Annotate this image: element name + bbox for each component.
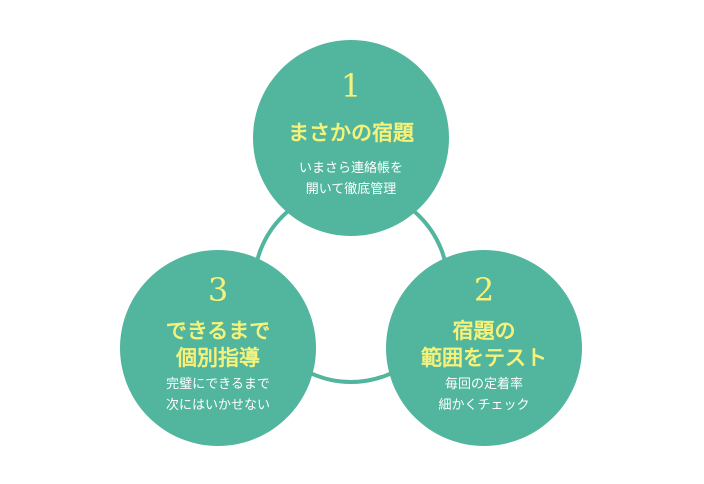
step-3-description: 完璧にできるまで 次にはいかせない bbox=[165, 377, 270, 413]
step-3-circle: 3 できるまで 個別指導 完璧にできるまで 次にはいかせない bbox=[120, 250, 316, 446]
step-2-title: 宿題の 範囲をテスト bbox=[421, 319, 547, 370]
step-2-description: 毎回の定着率 細かくチェック bbox=[438, 377, 530, 413]
step-2-number: 2 bbox=[473, 271, 495, 309]
step-1-title: まさかの宿題 bbox=[288, 121, 414, 145]
step-2-circle: 2 宿題の 範囲をテスト 毎回の定着率 細かくチェック bbox=[386, 250, 582, 446]
step-3-number: 3 bbox=[207, 271, 229, 309]
step-1-description: いまさら連絡帳を 開いて徹底管理 bbox=[298, 161, 403, 197]
step-1-number: 1 bbox=[340, 67, 362, 105]
step-1-circle: 1 まさかの宿題 いまさら連絡帳を 開いて徹底管理 bbox=[253, 40, 449, 236]
step-3-title: できるまで 個別指導 bbox=[165, 319, 271, 370]
